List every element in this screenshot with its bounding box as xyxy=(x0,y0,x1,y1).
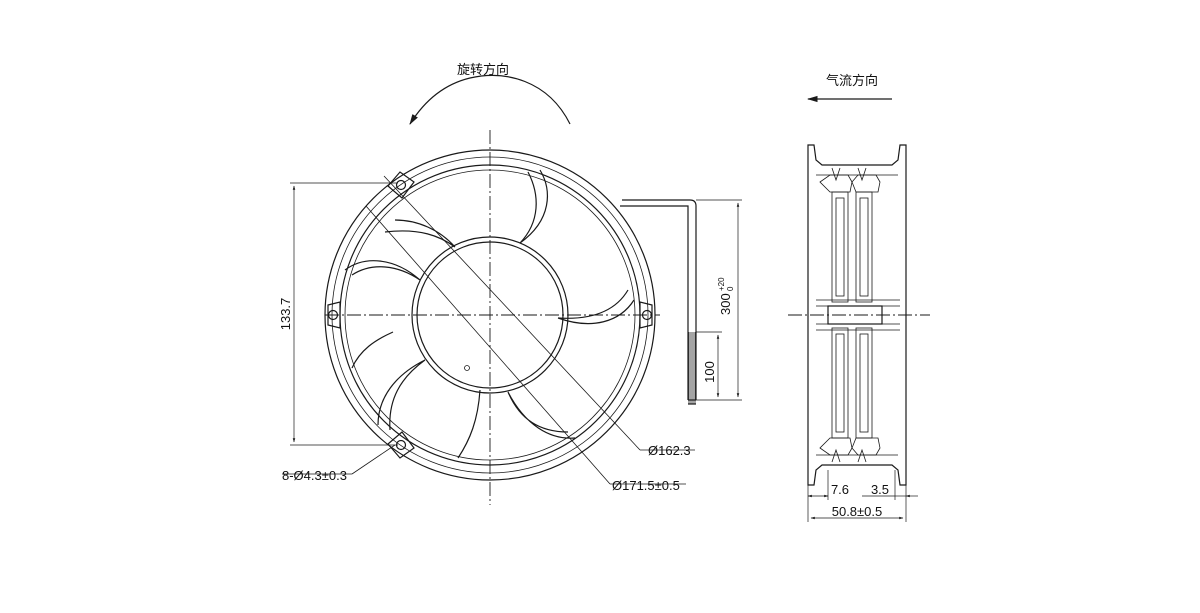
blade-4 xyxy=(377,359,426,431)
front-view: 旋转方向 133.7 8-Ø4.3±0.3 Ø162.3 Ø171.5±0.5 … xyxy=(278,62,742,505)
housing-rim-circle xyxy=(331,156,649,474)
leader-hole xyxy=(351,444,396,475)
hub-outer-circle xyxy=(411,236,569,394)
blade-6 xyxy=(384,219,456,248)
outer-diameter-label: Ø171.5±0.5 xyxy=(612,478,680,493)
airflow-direction-label: 气流方向 xyxy=(826,73,878,88)
impeller-blades xyxy=(344,169,635,459)
height-dimension xyxy=(290,182,398,446)
strip-length-label: 100 xyxy=(702,361,717,383)
lead-length-tol-upper: +20 xyxy=(717,277,726,291)
leader-inner-dia xyxy=(383,175,641,451)
lead-length-tol-lower: 0 xyxy=(726,286,735,291)
lead-length-label: 300 +20 0 xyxy=(717,277,735,315)
side-dimensions xyxy=(807,470,918,522)
hub-inner-circle xyxy=(416,241,564,389)
height-dimension-label: 133.7 xyxy=(278,298,293,331)
outer-housing-circle xyxy=(324,149,656,481)
hole-top-left xyxy=(387,171,415,199)
rotation-direction-label: 旋转方向 xyxy=(457,62,509,77)
lead-wire xyxy=(620,199,697,405)
venturi-inner-circle xyxy=(344,169,636,461)
blade-3 xyxy=(507,391,576,439)
blade-7 xyxy=(351,331,394,369)
hole-left xyxy=(327,301,341,329)
blade-1 xyxy=(519,169,548,244)
side-center-boss xyxy=(827,305,883,325)
blade-8 xyxy=(457,389,481,459)
curved-arrow-counterclockwise-icon xyxy=(409,74,571,125)
side-left-dim-label: 7.6 xyxy=(831,482,849,497)
stripped-wire-ends xyxy=(688,332,696,405)
blade-2 xyxy=(557,289,635,325)
leader-outer-dia xyxy=(365,205,611,485)
hole-spec-label: 8-Ø4.3±0.3 xyxy=(282,468,347,483)
hub-marker-dot xyxy=(464,365,470,371)
side-view: 气流方向 7.6 3.5 50.8±0.5 xyxy=(788,73,930,522)
inner-diameter-label: Ø162.3 xyxy=(648,443,691,458)
lead-dimension xyxy=(696,199,742,401)
mounting-holes xyxy=(327,171,653,459)
depth-dim-label: 50.8±0.5 xyxy=(832,504,883,519)
lead-length-main: 300 xyxy=(718,293,733,315)
side-right-dim-label: 3.5 xyxy=(871,482,889,497)
side-ribs-upper xyxy=(816,167,900,307)
blade-5 xyxy=(344,260,421,281)
side-ribs-lower xyxy=(816,323,900,463)
hole-right xyxy=(639,301,653,329)
